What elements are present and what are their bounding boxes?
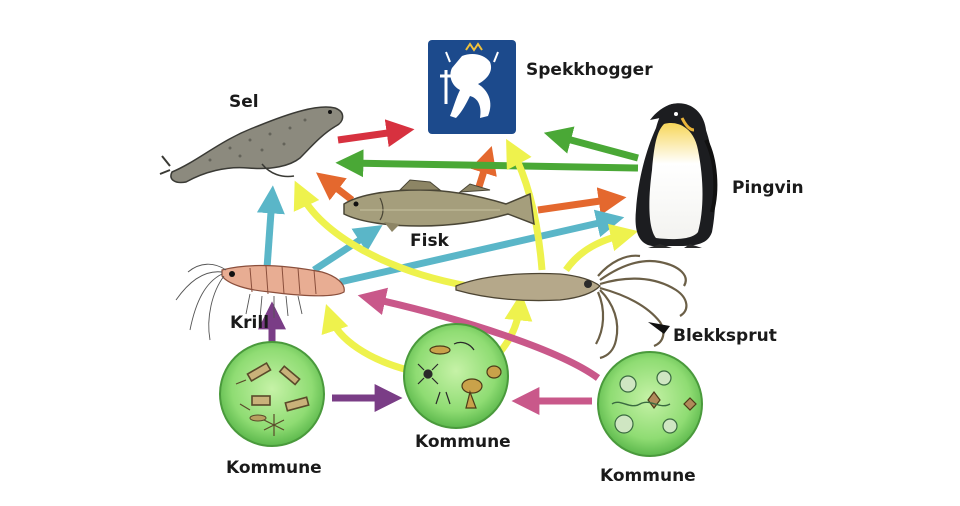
label-kommune-middle: Kommune <box>415 432 511 452</box>
label-kommune-right: Kommune <box>600 466 696 486</box>
arrow-kommune-mid-to-krill <box>321 304 409 374</box>
seal-illustration <box>159 106 344 184</box>
label-fisk: Fisk <box>410 231 449 251</box>
arrow-fisk-to-pingvin <box>537 187 627 216</box>
arrow-blekksprut-to-sel <box>293 180 469 290</box>
fish-illustration <box>343 179 535 232</box>
label-kommune-left: Kommune <box>226 458 322 478</box>
krill-illustration <box>175 263 345 341</box>
kommune-right-circle <box>597 351 703 457</box>
arrow-fisk-to-sel <box>316 172 355 203</box>
arrow-krill-to-fisk <box>312 225 383 273</box>
kommune-middle-circle <box>403 323 509 429</box>
label-sel: Sel <box>229 92 259 112</box>
label-krill: Krill <box>230 313 270 333</box>
arrow-pingvin-to-spekkhogger <box>543 126 639 162</box>
squid-illustration <box>455 254 688 360</box>
arrow-sel-to-spekkhogger <box>337 119 415 148</box>
arrow-krill-to-pingvin <box>339 209 625 286</box>
kommune-left-circle <box>219 341 325 447</box>
label-spekkhogger: Spekkhogger <box>526 60 653 80</box>
label-blekksprut: Blekksprut <box>673 326 777 346</box>
penguin-illustration <box>635 103 718 248</box>
arrow-kommune-right-to-krill <box>357 287 601 381</box>
arrow-kommune-mid-to-blekksprut <box>497 292 533 355</box>
arrow-pingvin-to-sel <box>335 149 639 178</box>
label-pingvin: Pingvin <box>732 178 804 198</box>
spekkhogger-emblem <box>428 40 516 134</box>
arrow-blekksprut-to-pingvin <box>563 223 639 273</box>
arrows <box>256 119 639 415</box>
arrow-krill-to-sel <box>256 185 285 269</box>
